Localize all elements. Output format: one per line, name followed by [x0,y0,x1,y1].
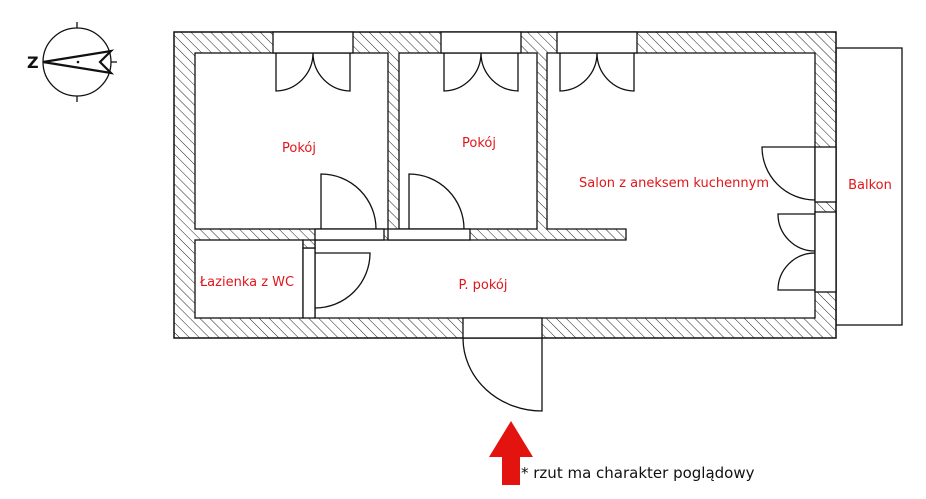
disclaimer-note: * rzut ma charakter poglądowy [521,464,755,482]
doors [314,146,816,412]
compass-north-label: Z [27,53,39,72]
label-pokoj-2: Pokój [462,136,496,151]
window-sashes [275,52,816,291]
label-pokoj-1: Pokój [282,141,316,156]
compass-icon: Z [27,22,117,102]
windows [272,31,837,339]
label-balkon: Balkon [848,178,892,193]
entrance-arrow-icon [489,421,533,485]
label-przedpokoj: P. pokój [459,278,508,293]
label-lazienka: Łazienka z WC [199,275,294,290]
room-pokoj-1 [194,52,389,230]
label-salon: Salon z aneksem kuchennym [579,176,769,191]
room-lazienka [194,239,304,319]
